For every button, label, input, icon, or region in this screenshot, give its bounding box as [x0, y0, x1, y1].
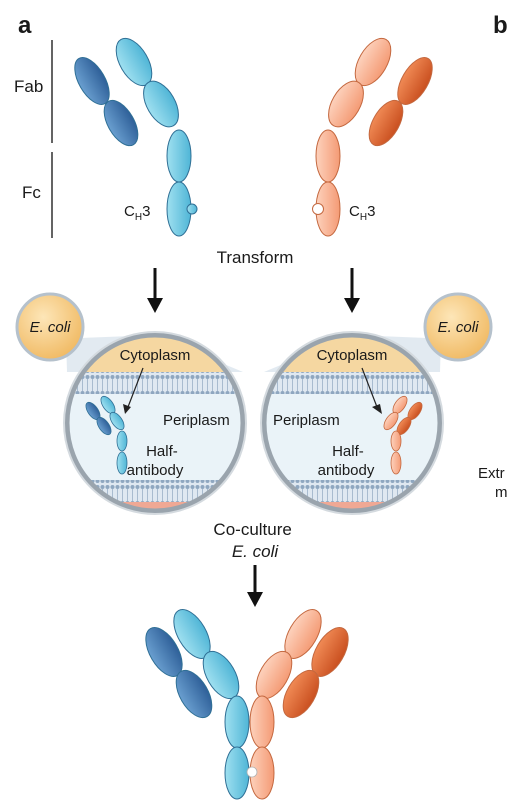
ch3-label-left: CH3	[124, 203, 150, 223]
small-blue-half-antibody	[85, 395, 128, 475]
ch3-label-right: CH3	[349, 203, 375, 223]
secretion-arrow-left	[123, 367, 144, 414]
half-antibody-label-left: Half- antibody	[127, 443, 184, 479]
knob-into-hole	[246, 766, 258, 778]
assembled-bispecific-antibody	[145, 609, 349, 800]
cytoplasm-label-right: Cytoplasm	[317, 347, 388, 364]
panel-label-a: a	[18, 12, 32, 39]
secretion-arrow-right	[361, 367, 382, 414]
transform-label: Transform	[217, 248, 294, 267]
coculture-label: Co-culture E. coli	[213, 520, 296, 561]
small-orange-half-antibody	[383, 395, 423, 475]
transform-arrow-left	[147, 268, 163, 313]
magnified-cell-left: Cytoplasm Periplasm Half- antibody	[63, 331, 247, 515]
periplasm-label-left: Periplasm	[163, 412, 230, 429]
orange-half-antibody-top	[312, 37, 433, 237]
assembled-blue-chain	[145, 609, 250, 800]
fc-label: Fc	[22, 183, 41, 202]
panel-b-cut-text: Extr m	[478, 465, 507, 501]
panel-label-b: b	[493, 12, 507, 39]
fab-label: Fab	[14, 77, 43, 96]
magnified-cell-right: Cytoplasm Periplasm Half- antibody	[260, 331, 444, 515]
blue-half-antibody-top	[74, 37, 198, 237]
ecoli-cell-right: E. coli	[423, 292, 493, 362]
ecoli-label-right: E. coli	[438, 319, 480, 336]
ecoli-cell-left: E. coli	[15, 292, 85, 362]
half-antibody-label-right: Half- antibody	[318, 443, 375, 479]
cytoplasm-label-left: Cytoplasm	[120, 347, 191, 364]
transform-arrow-right	[344, 268, 360, 313]
periplasm-label-right: Periplasm	[273, 412, 340, 429]
assembled-orange-chain	[249, 609, 349, 800]
coculture-arrow	[247, 565, 263, 607]
ecoli-label-left: E. coli	[30, 319, 72, 336]
